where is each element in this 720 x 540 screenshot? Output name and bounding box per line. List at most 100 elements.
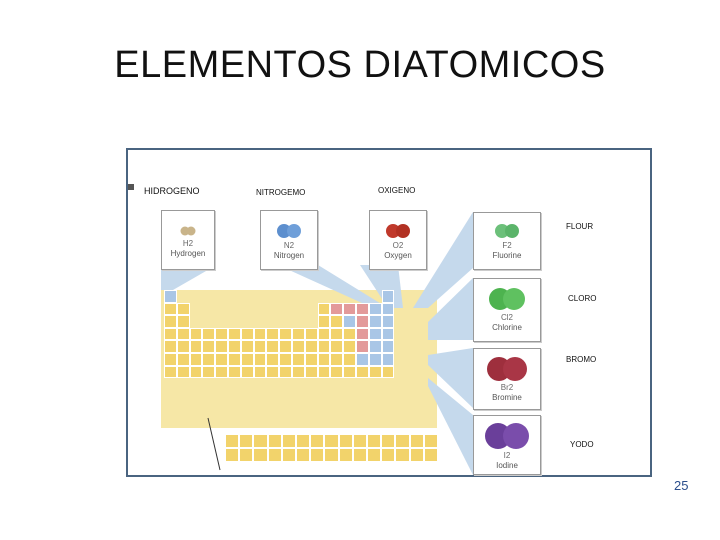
diatomic-element-cell (356, 315, 369, 328)
element-cell (317, 340, 331, 353)
element-cell (292, 327, 305, 341)
element-cell (317, 327, 331, 341)
element-cell (381, 340, 395, 353)
element-cell (228, 340, 241, 353)
element-cell (176, 315, 190, 328)
element-cell (253, 365, 267, 379)
chlorine-molecule-card: Cl2 Chlorine (473, 278, 541, 342)
element-cell (202, 340, 216, 353)
iodine-molecule-card: I2 Iodine (473, 415, 541, 475)
element-cell (164, 315, 177, 328)
element-cell (381, 353, 395, 366)
molecule-name: Iodine (496, 461, 518, 470)
f-block-cell (395, 448, 410, 462)
molecule-formula: F2 (502, 241, 512, 250)
periodic-table-figure: HIDROGENO NITROGEMO OXIGENO FLOUR CLORO … (126, 148, 652, 477)
f-block-cell (338, 448, 353, 462)
fluorine-molecule-card: F2 Fluorine (473, 212, 541, 270)
molecule-formula: O2 (392, 241, 404, 250)
molecule-formula: Cl2 (500, 313, 513, 322)
oxygen-molecule-card: O2 Oxygen (369, 210, 427, 270)
element-cell (253, 353, 267, 366)
f-block-cell (267, 434, 282, 448)
diatomic-element-cell (356, 327, 369, 341)
element-cell (228, 365, 241, 379)
label-chlorine: CLORO (568, 294, 597, 303)
element-cell (279, 365, 292, 379)
bullet-marker (128, 184, 134, 190)
element-cell (381, 315, 395, 328)
element-cell (343, 365, 356, 379)
element-cell (356, 353, 369, 366)
f-block-cell (296, 448, 311, 462)
element-cell (202, 353, 216, 366)
element-cell (176, 327, 190, 341)
f-block-cell (239, 434, 254, 448)
f-block-cell (253, 434, 268, 448)
element-cell (279, 327, 292, 341)
element-cell (266, 365, 280, 379)
f-block-cell (395, 434, 410, 448)
element-cell (317, 302, 331, 316)
label-fluorine: FLOUR (566, 222, 594, 231)
nitrogen-molecule-card: N2 Nitrogen (260, 210, 318, 270)
element-cell (330, 353, 344, 366)
element-cell (164, 353, 177, 366)
element-cell (228, 353, 241, 366)
element-cell (189, 327, 203, 341)
element-cell (317, 315, 331, 328)
f-block-cell (281, 448, 296, 462)
element-cell (266, 353, 280, 366)
molecule-formula: Br2 (500, 383, 514, 392)
molecule-formula: H2 (182, 239, 194, 248)
molecule-name: Fluorine (492, 251, 522, 260)
f-block-cell (409, 434, 424, 448)
element-cell (240, 327, 254, 341)
element-cell (304, 340, 318, 353)
page-number: 25 (674, 478, 689, 493)
element-cell (253, 327, 267, 341)
f-block-cell (423, 448, 438, 462)
f-block-cell (423, 434, 438, 448)
f-block-cell (381, 448, 396, 462)
label-bromine: BROMO (566, 355, 597, 364)
element-cell (164, 365, 177, 379)
diatomic-element-cell (330, 302, 344, 316)
molecule-name: Chlorine (492, 323, 522, 332)
slide-title: ELEMENTOS DIATOMICOS (114, 44, 606, 86)
hydrogen-molecule-card: H2 Hydrogen (161, 210, 215, 270)
diatomic-element-cell (343, 302, 356, 316)
element-cell (240, 365, 254, 379)
f-block-cell (338, 434, 353, 448)
f-block-cell (367, 448, 382, 462)
element-cell (368, 327, 382, 341)
f-block-cell (381, 434, 396, 448)
f-block-cell (253, 448, 268, 462)
element-cell (228, 327, 241, 341)
label-nitrogen: NITROGEMO (256, 188, 306, 197)
f-block-cell (225, 448, 240, 462)
element-cell (343, 340, 356, 353)
element-cell (368, 365, 382, 379)
element-cell (279, 340, 292, 353)
element-cell (189, 340, 203, 353)
element-cell (317, 353, 331, 366)
f-block-cell (296, 434, 311, 448)
f-block-cell (239, 448, 254, 462)
element-cell (368, 302, 382, 316)
f-block-cell (310, 448, 325, 462)
element-cell (343, 315, 356, 328)
f-block-cell (281, 434, 296, 448)
element-cell (381, 290, 395, 303)
element-cell (253, 340, 267, 353)
element-cell (304, 365, 318, 379)
element-cell (304, 353, 318, 366)
element-cell (202, 327, 216, 341)
label-hydrogen: HIDROGENO (144, 186, 200, 196)
molecule-formula: I2 (503, 451, 511, 460)
molecule-name: Hydrogen (170, 249, 206, 258)
molecule-name: Bromine (492, 393, 522, 402)
element-cell (266, 340, 280, 353)
element-cell (381, 327, 395, 341)
element-cell (176, 340, 190, 353)
